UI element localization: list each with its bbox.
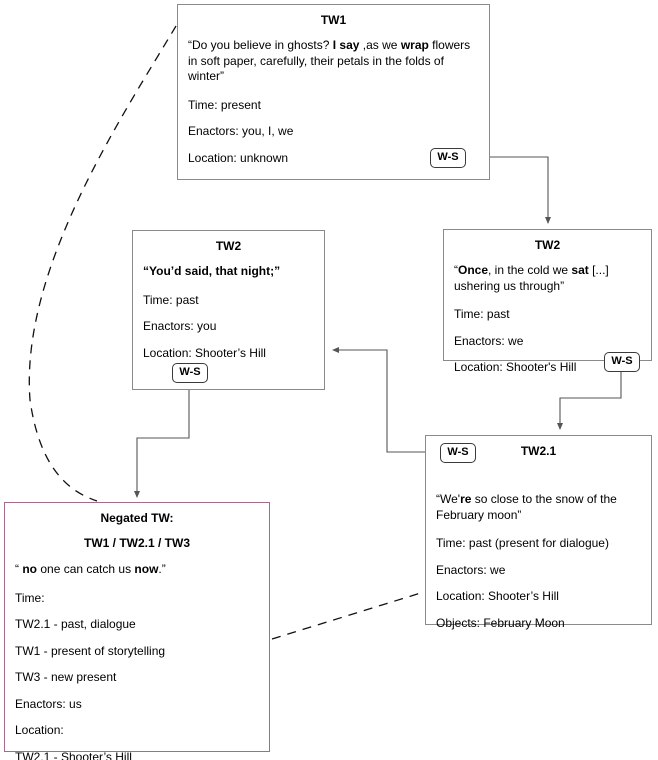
tw2-right-box: TW2 “Once, in the cold we sat [...] ushe…	[443, 229, 652, 374]
tw21-objects: Objects: February Moon	[436, 615, 565, 630]
negated-enactors: Enactors: us	[15, 696, 82, 711]
tw2-left-quote-text: “You’d said, that night;”	[143, 264, 281, 278]
tw2-left-time: Time: past	[143, 292, 199, 307]
tw2-right-quote-seg-1: Once	[458, 263, 489, 277]
negated-title: Negated TW:	[100, 511, 174, 525]
tw1-box: TW1 “Do you believe in ghosts? I say ,as…	[177, 4, 490, 180]
ws-badge-tw21[interactable]: W-S	[440, 443, 476, 463]
ws-badge-tw2-left[interactable]: W-S	[172, 363, 208, 383]
tw21-quote-seg-2: so close to the snow of the February moo…	[436, 492, 617, 522]
negated-quote-seg-4: .”	[158, 562, 166, 576]
connector-tw2left-to-negated	[134, 382, 190, 498]
tw2-right-time: Time: past	[454, 307, 510, 321]
tw2-right-enactors: Enactors: we	[454, 333, 524, 348]
tw2-right-quote-seg-2: , in the cold we	[488, 263, 572, 277]
dashed-connector-negated-to-tw21	[271, 591, 425, 640]
negated-time-item-1: TW1 - present of storytelling	[15, 643, 166, 658]
tw2-left-quote: “You’d said, that night;”	[143, 264, 314, 280]
negated-time-item-2: TW3 - new present	[15, 670, 117, 684]
tw2-left-title: TW2	[215, 239, 242, 253]
negated-quote-seg-0: “	[15, 562, 23, 576]
tw2-right-quote-seg-3: sat	[571, 263, 589, 277]
tw21-enactors: Enactors: we	[436, 562, 506, 577]
tw1-quote-seg-2: ,as we	[359, 38, 401, 52]
ws-badge-tw2-right[interactable]: W-S	[604, 352, 640, 372]
tw2-right-title: TW2	[534, 238, 561, 252]
tw1-quote-seg-4: flowers in soft paper, carefully, their …	[188, 38, 471, 83]
negated-subtitle: TW1 / TW2.1 / TW3	[83, 536, 190, 550]
negated-quote-seg-2: one can catch us	[37, 562, 135, 576]
negated-location-item-0: TW2.1 - Shooter’s Hill	[15, 749, 132, 760]
tw21-quote-seg-0: “We'	[436, 492, 461, 506]
tw1-quote: “Do you believe in ghosts? I say ,as we …	[188, 38, 479, 85]
tw1-quote-seg-3: wrap	[400, 38, 429, 52]
negated-quote-seg-3: now	[134, 562, 159, 576]
tw2-right-location: Location: Shooter's Hill	[454, 360, 577, 374]
tw21-quote: “We're so close to the snow of the Febru…	[436, 492, 641, 523]
tw2-left-location: Location: Shooter’s Hill	[143, 345, 266, 360]
tw2-right-quote-seg-4: [...] ushering us through”	[454, 263, 609, 293]
negated-time-label: Time:	[15, 590, 45, 605]
negated-time-item-0: TW2.1 - past, dialogue	[15, 617, 136, 631]
tw21-location: Location: Shooter’s Hill	[436, 589, 559, 603]
tw2-left-box: TW2 “You’d said, that night;” Time: past…	[132, 230, 325, 390]
tw21-quote-seg-1: re	[460, 492, 472, 506]
connector-tw21-to-tw2left	[332, 347, 438, 453]
ws-badge-tw1[interactable]: W-S	[430, 148, 466, 168]
tw2-right-quote: “Once, in the cold we sat [...] ushering…	[454, 263, 641, 294]
negated-tw-box: Negated TW: TW1 / TW2.1 / TW3 “ no one c…	[4, 502, 270, 760]
negated-quote: “ no one can catch us now.”	[15, 562, 259, 578]
negated-quote-seg-1: no	[22, 562, 38, 576]
tw2-right-quote-seg-0: “	[454, 263, 458, 277]
tw21-time: Time: past (present for dialogue)	[436, 536, 609, 550]
tw1-location: Location: unknown	[188, 150, 289, 165]
negated-location-label: Location:	[15, 723, 64, 737]
tw21-title: TW2.1	[520, 444, 557, 458]
connector-tw2right-to-tw21	[557, 371, 622, 430]
tw1-time: Time: present	[188, 97, 261, 112]
tw2-left-enactors: Enactors: you	[143, 319, 217, 333]
tw1-quote-seg-1: I say	[332, 38, 360, 52]
tw1-quote-seg-0: “Do you believe in ghosts?	[188, 38, 333, 52]
tw21-box: TW2.1 “We're so close to the snow of the…	[425, 435, 652, 630]
tw1-enactors: Enactors: you, I, we	[188, 124, 294, 138]
tw1-title: TW1	[320, 13, 347, 27]
